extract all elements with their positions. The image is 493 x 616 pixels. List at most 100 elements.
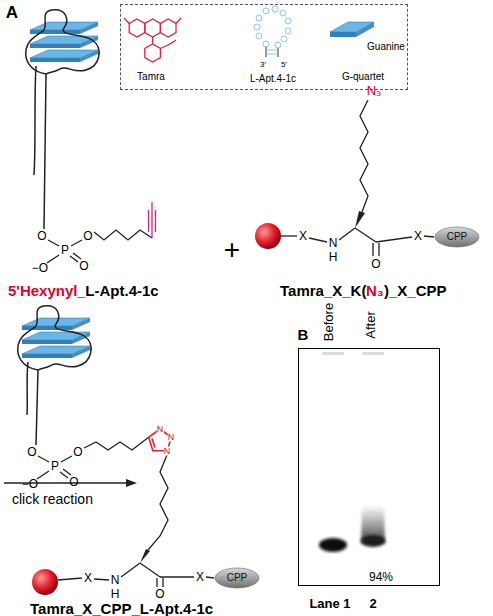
wedge-bond (140, 549, 150, 563)
base-pair (266, 54, 278, 55)
hexynyl-chain (94, 230, 152, 240)
atom-label: O (27, 446, 36, 458)
bond (160, 576, 194, 577)
bond (156, 578, 157, 587)
lysine-chain (360, 100, 368, 212)
nucleotide (285, 28, 291, 34)
lysine-chain (148, 455, 168, 550)
atom-label: N (329, 237, 338, 249)
bond (355, 228, 376, 242)
gel-band (361, 535, 385, 547)
atom-label: N (111, 574, 120, 586)
node-text: 94% (369, 571, 393, 583)
bond (121, 563, 140, 577)
node-text: 3' (260, 61, 266, 69)
bond (124, 18, 129, 24)
compound-name: 5'Hexynyl (8, 283, 77, 298)
atom-label: O (73, 446, 82, 458)
bond (38, 456, 49, 462)
bond (70, 256, 78, 262)
cpp-shape (215, 568, 259, 588)
atom-label: N (164, 447, 171, 456)
atom-label: X (299, 230, 307, 242)
atom-label: X (196, 571, 204, 583)
dna-strand (36, 370, 38, 445)
bond (155, 210, 156, 232)
peptide-bonds (281, 100, 434, 256)
compound-name: N₃ (366, 283, 384, 298)
phosphate-bonds (47, 230, 152, 263)
atom-label: O (37, 230, 46, 242)
atom-label: X (84, 572, 92, 584)
atom-label: H (111, 588, 120, 600)
alkyne (149, 202, 156, 238)
strand (266, 47, 267, 57)
wedge-bond (355, 211, 365, 228)
bond (94, 579, 109, 580)
compound-name: Tamra_X_CPP_L-Apt.4-1c (30, 601, 213, 616)
bond (339, 228, 355, 240)
nucleotide (280, 10, 286, 16)
atom-label: O (83, 230, 92, 242)
reaction-label: click reaction (12, 492, 93, 506)
bond (73, 253, 81, 259)
bond (376, 237, 412, 242)
nucleotide (272, 6, 278, 12)
tamra-structure (124, 18, 181, 62)
nucleotide (281, 36, 287, 42)
atom-label: H (329, 251, 338, 263)
tamra-sphere (255, 223, 281, 249)
base-pair (266, 50, 278, 51)
dna-strand (27, 362, 28, 415)
bond (176, 18, 181, 24)
bond (378, 243, 379, 256)
tamra-sphere (32, 569, 58, 595)
gel-band (319, 538, 347, 552)
atom-label: O (79, 260, 88, 272)
gel-image: 94% (298, 348, 440, 586)
bond (170, 40, 176, 44)
node-text: CPP (447, 232, 468, 242)
panel-label: A (6, 4, 18, 21)
nucleotide (275, 42, 281, 48)
ring (129, 19, 145, 37)
nucleotide (256, 33, 262, 39)
bond (162, 578, 163, 587)
atom-label: −O (22, 478, 38, 490)
bond (61, 456, 72, 462)
nucleotide (256, 15, 262, 21)
aptamer-hairpin (254, 6, 291, 48)
node-text: 5' (281, 61, 287, 69)
g-quartet-icon (330, 22, 374, 37)
node-text: Guanine (367, 42, 405, 52)
bond (58, 578, 82, 580)
linker-chain (84, 437, 149, 450)
ring (160, 19, 176, 37)
atom-label: O (371, 258, 380, 270)
gel-well (362, 352, 384, 355)
atom-label: P (51, 460, 59, 472)
nucleotide (285, 18, 291, 24)
ring (145, 19, 161, 37)
peptide-bonds (58, 563, 214, 587)
gel-well (322, 352, 344, 355)
double-bond (152, 439, 155, 448)
lane-label: Lane 1 (309, 597, 350, 610)
cpp-ellipse: CPP (434, 226, 480, 248)
slab-front (330, 32, 356, 37)
bond (48, 240, 59, 246)
ring (145, 44, 161, 62)
strand (278, 48, 279, 57)
bond (71, 240, 82, 246)
nucleotide (254, 24, 260, 30)
legend-inset: TamraL-Apt.4-1c3'5'GuanineG-quartet (120, 4, 408, 90)
atom-label: P (61, 244, 69, 256)
atom-label: −O (32, 262, 48, 274)
cpp-shape (435, 227, 479, 247)
bond (63, 469, 71, 475)
bond (151, 202, 152, 238)
bond (148, 210, 149, 232)
bond (309, 238, 327, 242)
bond (60, 472, 68, 478)
